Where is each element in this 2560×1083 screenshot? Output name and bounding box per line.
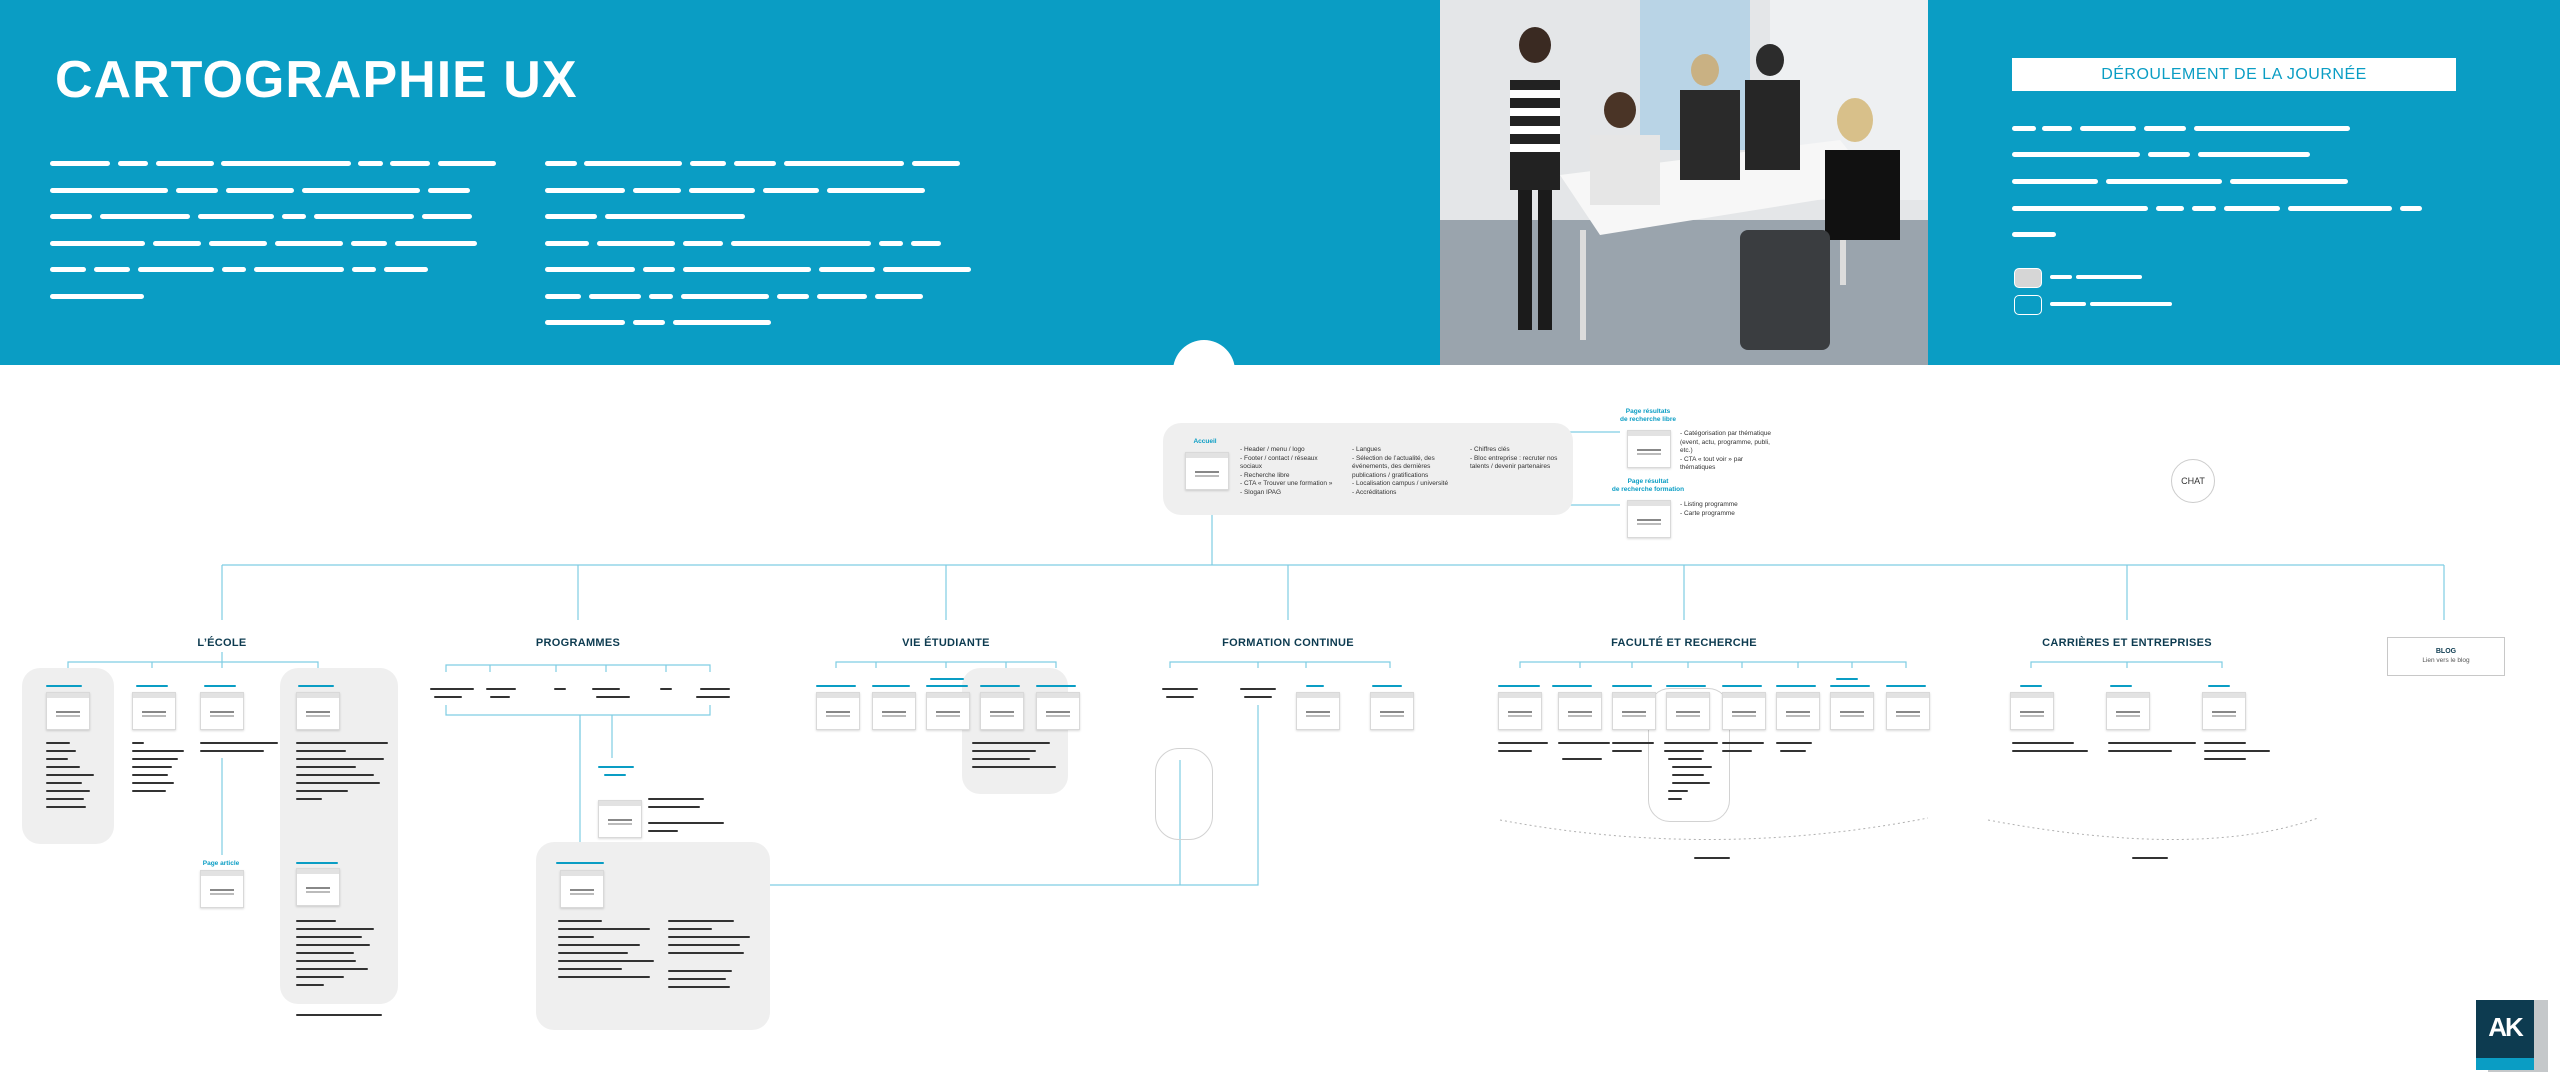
section-formation-continue[interactable]: FORMATION CONTINUE	[1222, 637, 1354, 649]
legend-outline-chip	[2014, 295, 2042, 315]
ak-logo-icon: AK	[2476, 1000, 2534, 1070]
search-free-notes: - Catégorisation par thématique (event, …	[1680, 430, 1772, 471]
page-title: CARTOGRAPHIE UX	[55, 51, 578, 109]
section-carrieres-entreprises[interactable]: CARRIÈRES ET ENTREPRISES	[2042, 637, 2212, 649]
vie-etudiante-group	[962, 668, 1068, 794]
search-formation-notes: - Listing programme - Carte programme	[1680, 501, 1738, 517]
agenda-title: DÉROULEMENT DE LA JOURNÉE	[2012, 58, 2456, 91]
home-label: Accueil	[1193, 438, 1217, 445]
page-article-label: Page article	[202, 860, 240, 867]
blog-subtitle: Lien vers le blog	[2422, 657, 2470, 664]
workshop-photo-icon	[1440, 0, 1928, 365]
blog-title: BLOG	[2435, 648, 2457, 655]
section-programmes[interactable]: PROGRAMMES	[535, 637, 621, 649]
logo-text: AK	[2488, 1012, 2524, 1042]
home-features-col-3: - Chiffres clés - Bloc entreprise : recr…	[1470, 446, 1558, 470]
legend-filled-chip	[2014, 268, 2042, 288]
home-features-col-1: - Header / menu / logo - Footer / contac…	[1240, 446, 1333, 496]
banner-notch	[1173, 340, 1235, 402]
home-page-box[interactable]	[1163, 423, 1573, 515]
home-features-col-2: - Langues - Sélection de l’actualité, de…	[1352, 446, 1449, 496]
search-formation-card[interactable]	[1627, 500, 1671, 538]
section-ecole[interactable]: L’ÉCOLE	[197, 637, 247, 649]
blog-node[interactable]: BLOG Lien vers le blog	[2387, 637, 2505, 676]
search-free-card[interactable]	[1627, 430, 1671, 468]
search-formation-label: Page résultat de recherche formation	[1611, 478, 1685, 493]
header-banner: CARTOGRAPHIE UX	[0, 0, 2560, 402]
search-free-label: Page résultats de recherche libre	[1620, 408, 1676, 423]
chat-node[interactable]: CHAT	[2171, 459, 2215, 503]
section-vie-etudiante[interactable]: VIE ÉTUDIANTE	[902, 637, 990, 649]
home-page-card[interactable]	[1185, 452, 1229, 490]
section-faculte-recherche[interactable]: FACULTÉ ET RECHERCHE	[1611, 637, 1757, 649]
